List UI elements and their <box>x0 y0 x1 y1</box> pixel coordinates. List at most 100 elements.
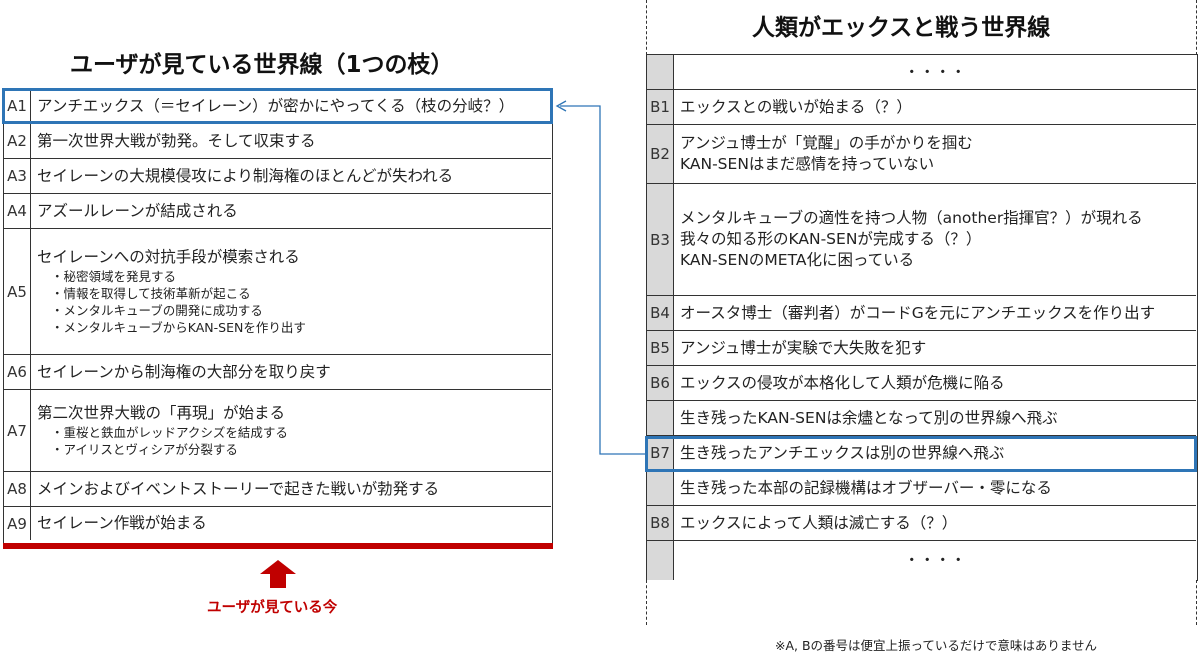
event-text: エックスの侵攻が本格化して人類が危機に陥る <box>680 373 1005 392</box>
left-timeline-title: ユーザが見ている世界線（1つの枝） <box>70 52 454 78</box>
row-text: 第一次世界大戦が勃発。そして収束する <box>31 124 316 158</box>
row-id: A4 <box>4 194 31 228</box>
highlight-b7 <box>645 436 1197 472</box>
footnote: ※A, Bの番号は便宜上振っているだけで意味はありません <box>775 638 1098 653</box>
event-text: アズールレーンが結成される <box>37 201 238 220</box>
right-bottom-dashed-right <box>1196 580 1197 625</box>
row-id <box>647 401 674 435</box>
event-text: 我々の知る形のKAN-SENが完成する（？） <box>680 230 982 248</box>
event-text: メンタルキューブの適性を持つ人物（another指揮官？）が現れる <box>680 209 1143 227</box>
row-id: A1 <box>4 89 31 123</box>
row-id: A7 <box>4 390 31 471</box>
event-text: 生き残った本部の記録機構はオブザーバー・零になる <box>680 478 1052 497</box>
highlight-a1 <box>2 88 553 124</box>
row-text: セイレーン作戦が始まる <box>31 507 207 540</box>
right-bottom-dashed-left <box>646 580 647 625</box>
event-text: アンジュ博士が実験で大失敗を犯す <box>680 338 927 357</box>
event-text: アンチエックス（＝セイレーン）が密かにやってくる（枝の分岐？） <box>37 96 515 115</box>
event-text: 第一次世界大戦が勃発。そして収束する <box>37 131 316 150</box>
event-detail: ・メンタルキューブからKAN-SENを作り出す <box>51 320 306 335</box>
up-arrow-icon <box>260 560 296 588</box>
row-text: 生き残った本部の記録機構はオブザーバー・零になる <box>674 471 1052 505</box>
right-row-unnumbered-0: ・・・・ <box>647 55 1196 90</box>
row-id: B4 <box>647 296 674 330</box>
row-text: エックスによって人類は滅亡する（？） <box>674 506 957 540</box>
event-detail: ・重桜と鉄血がレッドアクシズを結成する <box>51 425 288 440</box>
event-text: 第二次世界大戦の「再現」が始まる <box>37 404 286 422</box>
row-text: エックスとの戦いが始まる（？） <box>674 90 912 124</box>
row-text: メインおよびイベントストーリーで起きた戦いが勃発する <box>31 472 439 506</box>
row-id: A8 <box>4 472 31 506</box>
row-id: B1 <box>647 90 674 124</box>
right-row-unnumbered-11: ・・・・ <box>647 541 1196 580</box>
right-row-unnumbered-7: 生き残ったKAN-SENは余燼となって別の世界線へ飛ぶ <box>647 401 1196 436</box>
row-text: セイレーンの大規模侵攻により制海権のほとんどが失われる <box>31 159 453 193</box>
left-row-a9: A9 セイレーン作戦が始まる <box>4 507 551 540</box>
event-text: セイレーンから制海権の大部分を取り戻す <box>37 362 331 381</box>
event-text: KAN-SENはまだ感情を持っていない <box>680 155 935 173</box>
row-id: A9 <box>4 507 31 540</box>
left-timeline-table: A1 アンチエックス（＝セイレーン）が密かにやってくる（枝の分岐？） A2 第一次世界… <box>3 88 553 544</box>
event-text: KAN-SENのMETA化に困っている <box>680 251 915 269</box>
left-row-a3: A3 セイレーンの大規模侵攻により制海権のほとんどが失われる <box>4 159 551 194</box>
row-id: B5 <box>647 331 674 365</box>
row-id: B7 <box>647 436 674 470</box>
event-detail: ・アイリスとヴィシアが分裂する <box>51 442 238 457</box>
row-id: B2 <box>647 125 674 183</box>
event-text: セイレーンへの対抗手段が模索される <box>37 248 300 266</box>
event-text: 生き残ったアンチエックスは別の世界線へ飛ぶ <box>680 443 1005 462</box>
row-id <box>647 541 674 580</box>
row-text: ・・・・ <box>674 541 1196 580</box>
event-detail: ・メンタルキューブの開発に成功する <box>51 303 263 318</box>
row-id: A6 <box>4 355 31 389</box>
event-text: アンジュ博士が「覚醒」の手がかりを掴む <box>680 134 973 152</box>
row-id: A5 <box>4 229 31 354</box>
row-text: 生き残ったアンチエックスは別の世界線へ飛ぶ <box>674 436 1004 470</box>
row-text: エックスの侵攻が本格化して人類が危機に陥る <box>674 366 1005 400</box>
right-row-b6: B6 エックスの侵攻が本格化して人類が危機に陥る <box>647 366 1196 401</box>
event-detail: ・情報を取得して技術革新が起こる <box>51 286 251 301</box>
row-id <box>647 471 674 505</box>
right-row-b5: B5 アンジュ博士が実験で大失敗を犯す <box>647 331 1196 366</box>
row-text: アンジュ博士が「覚醒」の手がかりを掴む KAN-SENはまだ感情を持っていない <box>674 125 973 183</box>
row-id: A3 <box>4 159 31 193</box>
row-id: B3 <box>647 184 674 295</box>
row-text: オースタ博士（審判者）がコードGを元にアンチエックスを作り出す <box>674 296 1155 330</box>
left-row-a2: A2 第一次世界大戦が勃発。そして収束する <box>4 124 551 159</box>
row-id <box>647 55 674 89</box>
right-row-b4: B4 オースタ博士（審判者）がコードGを元にアンチエックスを作り出す <box>647 296 1196 331</box>
row-text: アンチエックス（＝セイレーン）が密かにやってくる（枝の分岐？） <box>31 89 514 123</box>
right-top-dashed-left <box>646 0 647 55</box>
now-bar <box>3 543 553 549</box>
row-text: 第二次世界大戦の「再現」が始まる・重桜と鉄血がレッドアクシズを結成する・アイリス… <box>31 390 288 471</box>
right-row-b1: B1 エックスとの戦いが始まる（？） <box>647 90 1196 125</box>
row-id: B6 <box>647 366 674 400</box>
event-detail: ・秘密領域を発見する <box>51 269 177 284</box>
row-text: セイレーンから制海権の大部分を取り戻す <box>31 355 331 389</box>
row-text: 生き残ったKAN-SENは余燼となって別の世界線へ飛ぶ <box>674 401 1058 435</box>
left-row-a6: A6 セイレーンから制海権の大部分を取り戻す <box>4 355 551 390</box>
event-text: セイレーン作戦が始まる <box>37 514 207 532</box>
event-text: セイレーンの大規模侵攻により制海権のほとんどが失われる <box>37 166 454 185</box>
row-text: アンジュ博士が実験で大失敗を犯す <box>674 331 926 365</box>
event-text: エックスとの戦いが始まる（？） <box>680 97 912 116</box>
event-text: ・・・・ <box>903 551 966 569</box>
left-row-a5: A5 セイレーンへの対抗手段が模索される・秘密領域を発見する・情報を取得して技術革… <box>4 229 551 355</box>
row-text: ・・・・ <box>674 55 1196 89</box>
right-row-unnumbered-9: 生き残った本部の記録機構はオブザーバー・零になる <box>647 471 1196 506</box>
row-text: メンタルキューブの適性を持つ人物（another指揮官？）が現れる我々の知る形の… <box>674 184 1143 295</box>
left-row-a8: A8 メインおよびイベントストーリーで起きた戦いが勃発する <box>4 472 551 507</box>
event-text: ・・・・ <box>903 62 966 81</box>
left-row-a4: A4 アズールレーンが結成される <box>4 194 551 229</box>
right-timeline-title: 人類がエックスと戦う世界線 <box>752 15 1051 41</box>
event-text: メインおよびイベントストーリーで起きた戦いが勃発する <box>37 479 440 498</box>
row-id: B8 <box>647 506 674 540</box>
row-text: アズールレーンが結成される <box>31 194 238 228</box>
row-id: A2 <box>4 124 31 158</box>
event-text: オースタ博士（審判者）がコードGを元にアンチエックスを作り出す <box>680 303 1156 322</box>
